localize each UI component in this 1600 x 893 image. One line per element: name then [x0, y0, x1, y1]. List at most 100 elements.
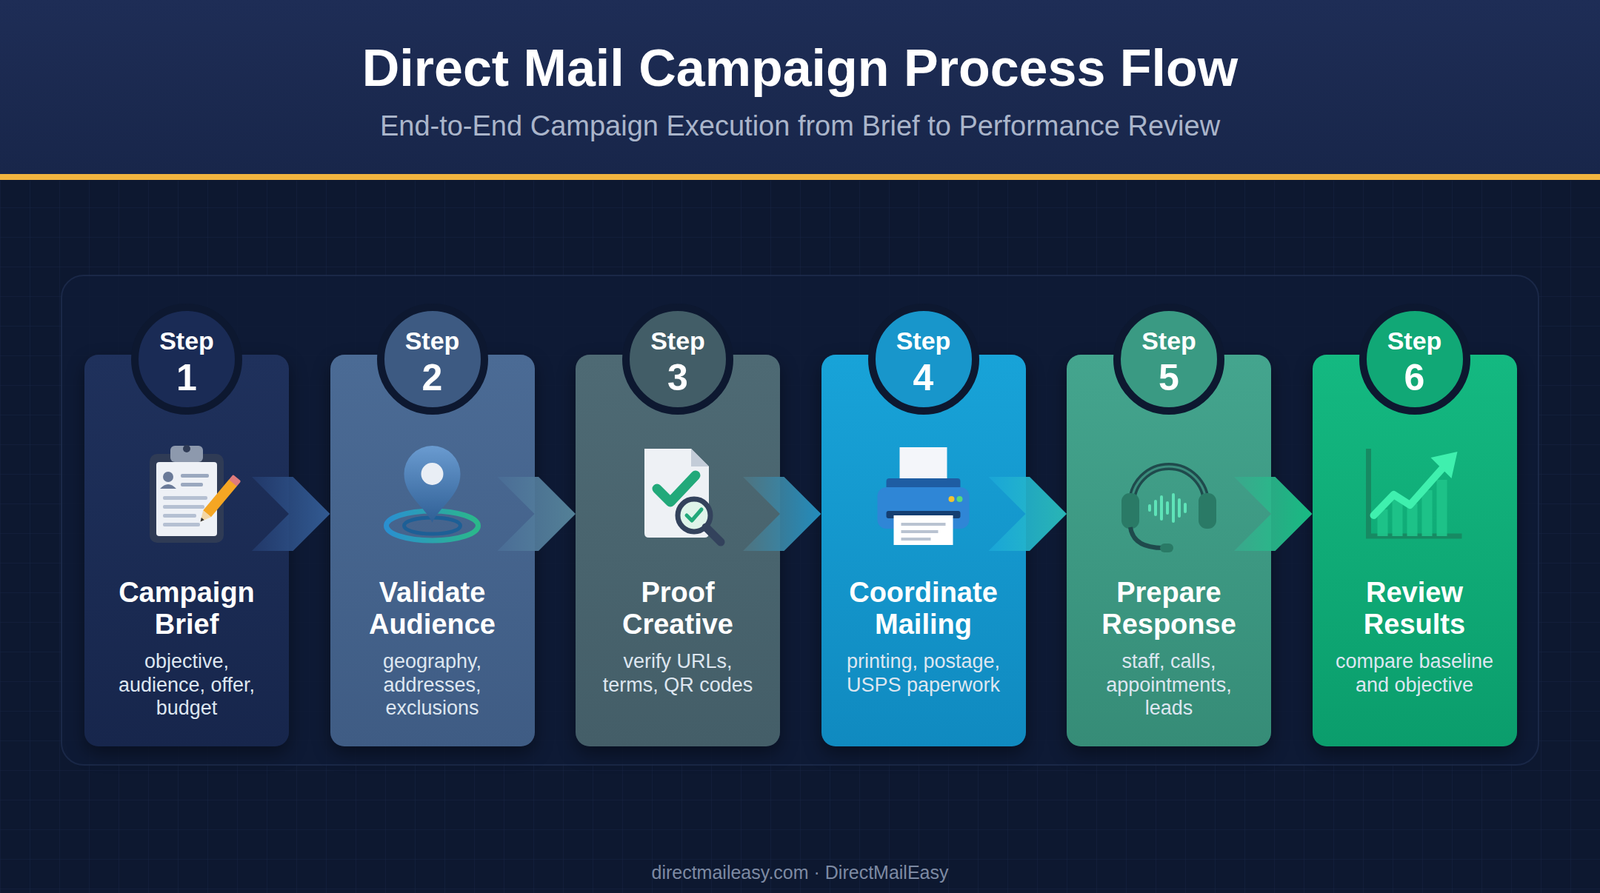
badge-content: Step 1	[130, 302, 243, 416]
location-pin-icon-part	[404, 445, 461, 523]
clipboard-icon-part-part	[196, 510, 212, 526]
clipboard-icon-part-part	[202, 479, 238, 518]
headset-icon-part	[1171, 493, 1175, 523]
headset-icon-part	[1198, 493, 1217, 529]
printer-icon-part	[894, 515, 954, 546]
badge-circle	[625, 307, 730, 412]
clipboard-icon-part	[162, 471, 174, 483]
clipboard-icon-part-part	[199, 517, 205, 523]
step-title: Review Results	[1325, 577, 1504, 641]
step-number: Step 1	[159, 322, 215, 397]
location-pin-icon-part	[404, 517, 461, 535]
growth-chart-icon-part	[1422, 490, 1433, 537]
badge-circle	[871, 307, 976, 412]
step-number: Step 5	[1141, 322, 1197, 397]
process-panel	[61, 275, 1539, 766]
headset-icon-part	[1154, 500, 1158, 517]
location-pin-icon	[386, 445, 479, 541]
headset-icon-part	[1131, 466, 1206, 504]
step-description: geography, addresses, exclusions	[352, 650, 512, 721]
growth-chart-icon-part	[1431, 451, 1458, 479]
process-step-card: Step 1Campaign Briefobjective, audience,…	[84, 354, 289, 747]
process-step-card: Step 4Coordinate Mailingprinting, postag…	[821, 354, 1026, 747]
headset-icon-part	[1165, 501, 1169, 515]
step-description: verify URLs, terms, QR codes	[598, 650, 758, 698]
process-step-card: Step 2Validate Audiencegeography, addres…	[330, 354, 535, 747]
step-number: Step 2	[405, 322, 460, 397]
printer-icon-part	[957, 496, 963, 503]
step-number: Step 3	[650, 322, 706, 397]
badge-content: Step 4	[867, 302, 980, 416]
step-number: Step 6	[1387, 322, 1443, 397]
printer-icon-part	[886, 511, 961, 519]
printer-icon	[877, 447, 970, 546]
proof-document-icon-part	[686, 509, 702, 521]
step-title: Proof Creative	[588, 577, 767, 641]
clipboard-icon-part	[180, 474, 209, 478]
header-band	[0, 0, 1600, 176]
badge-circle	[134, 307, 239, 412]
step-badge: Step 1	[130, 302, 243, 416]
proof-document-icon	[644, 448, 721, 543]
flow-chevron	[251, 477, 331, 552]
headset-icon-part	[1183, 502, 1187, 514]
step-badge: Step 2	[376, 302, 489, 416]
proof-document-icon-part	[644, 448, 709, 538]
headset-icon-part	[1130, 527, 1163, 549]
step-number: Step 4	[896, 322, 952, 397]
headset-icon-part	[1160, 543, 1174, 553]
location-pin-icon-part	[386, 511, 479, 541]
headset-icon	[1121, 466, 1217, 553]
step-description: objective, audience, offer, budget	[107, 650, 267, 721]
growth-chart-icon-part	[1437, 480, 1448, 537]
clipboard-icon-part	[196, 474, 241, 526]
flow-chevron	[497, 477, 577, 552]
clipboard-icon-part	[156, 462, 218, 537]
headset-icon-part	[1131, 466, 1206, 504]
subtitle: End-to-End Campaign Execution from Brief…	[0, 108, 1600, 143]
clipboard-icon-part	[160, 484, 177, 489]
flow-chevron	[1234, 477, 1313, 552]
printer-icon-part	[901, 537, 932, 541]
proof-document-icon-part	[691, 448, 709, 467]
flow-chevron	[742, 477, 822, 552]
location-pin-icon-part	[421, 462, 444, 486]
clipboard-icon-part-part	[228, 474, 242, 487]
clipboard-icon-part	[180, 482, 203, 487]
diagram-title: Direct Mail Campaign Process Flow	[0, 37, 1600, 100]
proof-document-icon-part	[705, 527, 721, 543]
growth-chart-icon-part	[1368, 448, 1463, 537]
printer-icon-part	[877, 487, 970, 529]
growth-chart-icon	[1368, 448, 1463, 537]
printer-icon-part	[900, 447, 948, 485]
clipboard-icon-part	[149, 454, 224, 543]
headset-icon-part	[1148, 504, 1152, 512]
badge-content: Step 2	[376, 302, 489, 416]
growth-chart-icon-part	[1374, 466, 1445, 516]
badge-content: Step 5	[1112, 302, 1226, 416]
footer-credit: directmaileasy.com · DirectMailEasy	[0, 861, 1600, 884]
headset-icon-part	[1177, 498, 1181, 518]
process-step-card: Step 6Review Resultscompare baseline and…	[1312, 354, 1518, 747]
step-description: compare baseline and objective	[1323, 650, 1506, 698]
grid-texture	[0, 180, 1600, 893]
badge-content: Step 3	[621, 302, 735, 416]
badge-circle	[1362, 307, 1467, 412]
clipboard-icon-part	[182, 445, 191, 453]
headset-icon-part	[1160, 495, 1163, 521]
growth-chart-icon-part	[1377, 509, 1389, 537]
badge-circle	[1117, 307, 1221, 412]
growth-chart-icon-part	[1392, 499, 1403, 537]
printer-icon-part	[886, 478, 961, 491]
proof-document-icon-part	[677, 499, 711, 532]
clipboard-icon-part	[162, 522, 200, 527]
step-badge: Step 3	[621, 302, 735, 416]
process-step-card: Step 3Proof Creativeverify URLs, terms, …	[575, 354, 780, 747]
step-title: Prepare Response	[1080, 577, 1258, 641]
badge-content: Step 6	[1358, 302, 1472, 416]
clipboard-icon-part	[162, 505, 205, 509]
clipboard-icon-part	[162, 496, 208, 500]
step-description: printing, postage, USPS paperwork	[832, 650, 1015, 698]
step-badge: Step 5	[1112, 302, 1226, 416]
